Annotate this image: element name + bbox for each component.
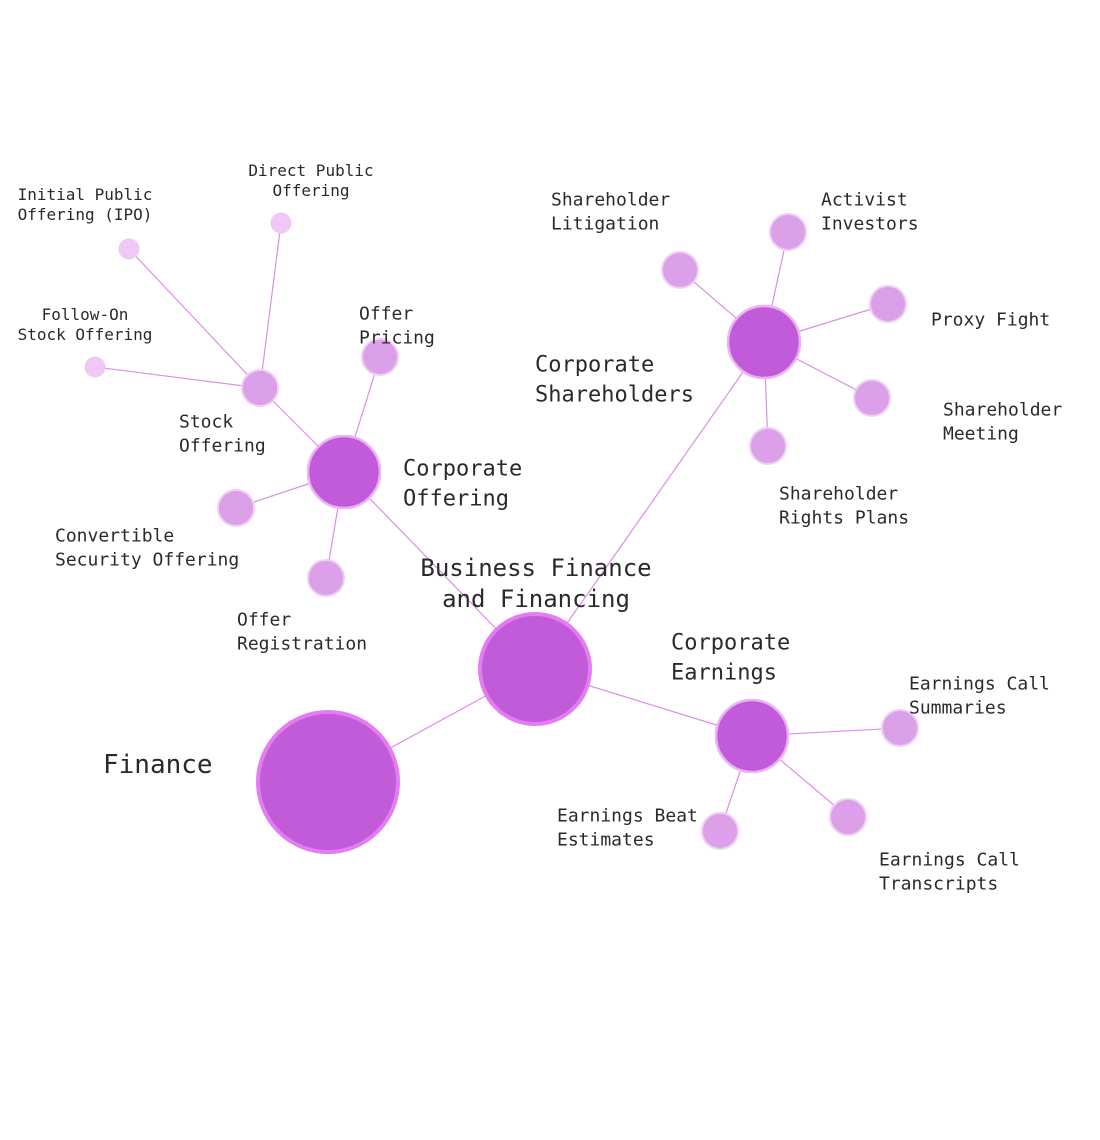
label-stock-offering-line-1: Stock: [179, 411, 233, 432]
node-corporate-offering[interactable]: [306, 434, 382, 510]
node-initial-public-offering[interactable]: [118, 238, 140, 260]
nodes-layer: [84, 212, 919, 854]
label-earnings-beat-estimates-line-1: Earnings Beat: [557, 805, 698, 826]
label-offer-pricing-line-2: Pricing: [359, 327, 435, 348]
label-direct-public-offering-line-2: Offering: [272, 181, 349, 200]
edge-stock-offering-to-follow-on-stock-offering: [94, 366, 261, 389]
node-proxy-fight[interactable]: [869, 285, 907, 323]
edge-stock-offering-to-direct-public-offering: [259, 222, 282, 389]
label-business-finance-line-2: and Financing: [442, 585, 630, 613]
node-follow-on-stock-offering[interactable]: [84, 356, 106, 378]
label-convertible-security-offering-line-2: Security Offering: [55, 549, 239, 570]
label-shareholder-meeting-line-1: Shareholder: [943, 399, 1062, 420]
label-convertible-security-offering-line-1: Convertible: [55, 525, 174, 546]
node-activist-investors[interactable]: [769, 213, 807, 251]
node-shareholder-meeting[interactable]: [853, 379, 891, 417]
label-activist-investors-line-1: Activist: [821, 189, 908, 210]
node-corporate-shareholders[interactable]: [726, 304, 802, 380]
label-earnings-call-summaries-line-1: Earnings Call: [909, 673, 1050, 694]
node-offer-pricing[interactable]: [361, 338, 399, 376]
label-shareholder-litigation-line-1: Shareholder: [551, 189, 670, 210]
label-shareholder-rights-plans-line-2: Rights Plans: [779, 507, 909, 528]
node-stock-offering[interactable]: [241, 369, 279, 407]
label-offer-pricing-line-1: Offer: [359, 303, 413, 324]
label-stock-offering-line-2: Offering: [179, 435, 266, 456]
label-shareholder-rights-plans-line-1: Shareholder: [779, 483, 898, 504]
label-direct-public-offering-line-1: Direct Public: [248, 161, 373, 180]
label-initial-public-offering-line-2: Offering (IPO): [18, 205, 153, 224]
node-shareholder-rights-plans[interactable]: [749, 427, 787, 465]
label-business-finance-line-1: Business Finance: [420, 554, 651, 582]
label-corporate-earnings-line-1: Corporate: [671, 631, 790, 656]
label-earnings-call-transcripts-line-2: Transcripts: [879, 873, 998, 894]
label-corporate-offering-line-1: Corporate: [403, 457, 522, 482]
node-business-finance[interactable]: [478, 612, 592, 726]
label-offer-registration-line-2: Registration: [237, 633, 367, 654]
label-earnings-call-transcripts-line-1: Earnings Call: [879, 849, 1020, 870]
label-follow-on-stock-offering-line-2: Stock Offering: [18, 325, 153, 344]
label-follow-on-stock-offering-line-1: Follow-On: [42, 305, 129, 324]
node-direct-public-offering[interactable]: [270, 212, 292, 234]
node-convertible-security-offering[interactable]: [217, 489, 255, 527]
label-business-finance: Business Finance and Financing: [420, 554, 651, 613]
node-offer-registration[interactable]: [307, 559, 345, 597]
node-shareholder-litigation[interactable]: [661, 251, 699, 289]
edge-business-finance-to-corporate-shareholders: [534, 341, 765, 670]
node-earnings-call-summaries[interactable]: [881, 709, 919, 747]
edge-stock-offering-to-initial-public-offering: [128, 248, 261, 389]
label-offer-registration-line-1: Offer: [237, 609, 291, 630]
label-corporate-offering-line-2: Offering: [403, 487, 509, 512]
node-finance[interactable]: [256, 710, 400, 854]
label-shareholder-litigation-line-2: Litigation: [551, 213, 659, 234]
label-proxy-fight: Proxy Fight: [931, 309, 1050, 330]
label-earnings-call-summaries-line-2: Summaries: [909, 697, 1007, 718]
node-earnings-call-transcripts[interactable]: [829, 798, 867, 836]
label-shareholder-meeting-line-2: Meeting: [943, 423, 1019, 444]
label-initial-public-offering-line-1: Initial Public: [18, 185, 153, 204]
label-finance: Finance: [103, 750, 213, 780]
label-corporate-shareholders-line-1: Corporate: [535, 353, 654, 378]
label-corporate-earnings-line-2: Earnings: [671, 661, 777, 686]
label-finance-line-1: Finance: [103, 750, 213, 780]
label-proxy-fight-line-1: Proxy Fight: [931, 309, 1050, 330]
label-earnings-beat-estimates-line-2: Estimates: [557, 829, 655, 850]
node-earnings-beat-estimates[interactable]: [701, 812, 739, 850]
label-corporate-shareholders-line-2: Shareholders: [535, 383, 694, 408]
label-activist-investors-line-2: Investors: [821, 213, 919, 234]
node-corporate-earnings[interactable]: [714, 698, 790, 774]
